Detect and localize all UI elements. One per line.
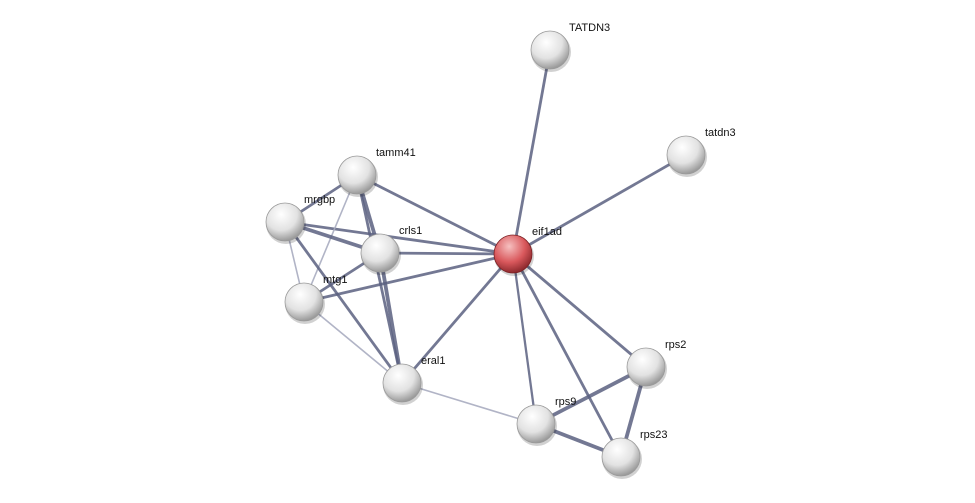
node-sphere[interactable] [666,135,706,175]
node-label: mtg1 [323,274,347,286]
node-sphere[interactable] [601,437,641,477]
node-label: crls1 [399,225,422,237]
node-sphere[interactable] [530,30,570,70]
node-rps9[interactable]: rps9 [516,396,576,446]
edge-eif1ad-rps2[interactable] [512,252,647,369]
node-sphere[interactable] [382,363,422,403]
node-sphere[interactable] [265,202,305,242]
node-label: rps2 [665,339,686,351]
node-mtg1[interactable]: mtg1 [284,274,347,324]
edge-eif1ad-rps9[interactable] [511,253,538,425]
node-sphere[interactable] [284,282,324,322]
query-node-sphere[interactable] [493,234,533,274]
edge-eif1ad-TATDN3[interactable] [511,49,552,255]
node-tamm41[interactable]: tamm41 [337,147,416,197]
edge-eif1ad-eral1[interactable] [400,253,515,384]
node-sphere[interactable] [337,155,377,195]
node-label: tatdn3 [705,127,736,139]
edge-mtg1-eral1[interactable] [303,301,403,384]
node-label: TATDN3 [569,22,610,34]
node-label: rps23 [640,429,668,441]
node-eral1[interactable]: eral1 [382,355,445,405]
node-label: mrgbp [304,194,335,206]
node-sphere[interactable] [516,404,556,444]
node-sphere[interactable] [626,347,666,387]
node-rps2[interactable]: rps2 [626,339,686,389]
edge-eif1ad-tamm41[interactable] [356,173,514,256]
node-label: eif1ad [532,226,562,238]
node-label: eral1 [421,355,445,367]
edge-eif1ad-rps23[interactable] [511,253,623,458]
edge-crls1-eral1[interactable] [378,252,404,384]
node-tatdn3[interactable]: tatdn3 [666,127,736,177]
node-label: tamm41 [376,147,416,159]
node-eif1ad[interactable]: eif1ad [493,226,562,276]
edge-eif1ad-crls1[interactable] [379,251,514,256]
edge-eif1ad-mrgbp[interactable] [284,220,514,256]
edge-mrgbp-eral1[interactable] [283,221,404,384]
edge-eif1ad-tatdn3[interactable] [512,153,687,256]
edge-rps2-rps9[interactable] [535,365,647,426]
node-mrgbp[interactable]: mrgbp [265,194,335,244]
node-label: rps9 [555,396,576,408]
node-TATDN3[interactable]: TATDN3 [530,22,610,72]
node-sphere[interactable] [360,233,400,273]
node-crls1[interactable]: crls1 [360,225,422,275]
edge-eral1-rps9[interactable] [401,382,537,425]
node-rps23[interactable]: rps23 [601,429,668,479]
